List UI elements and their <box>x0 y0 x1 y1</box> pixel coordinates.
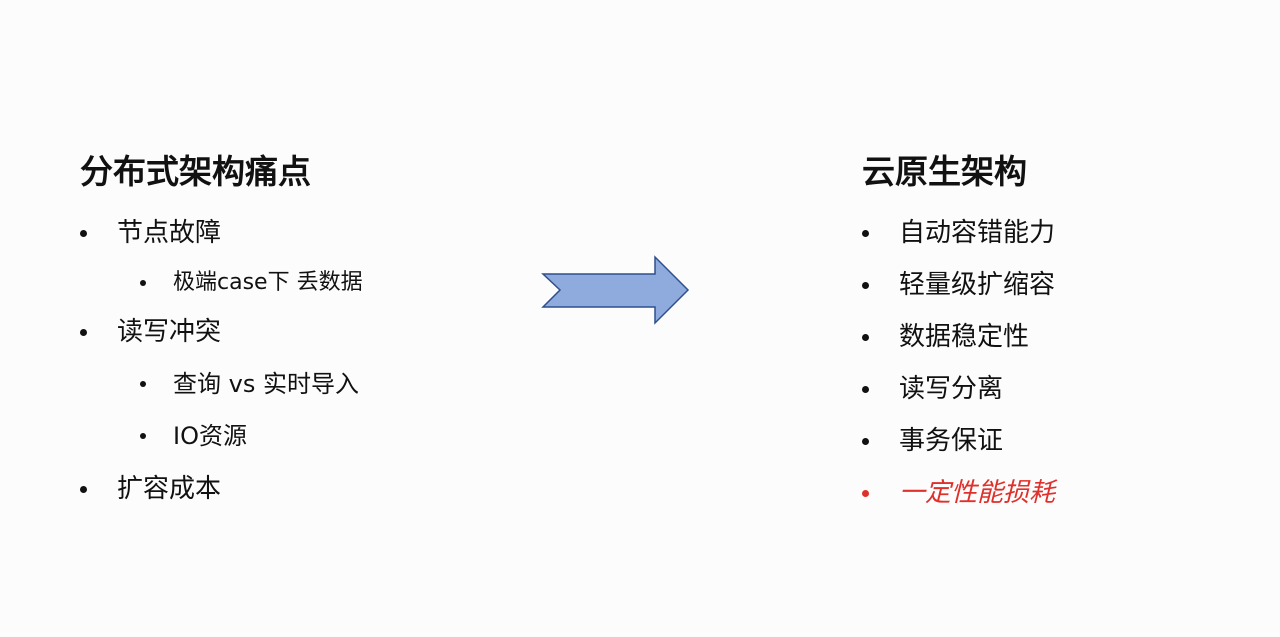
bullet-highlight <box>862 490 869 497</box>
bullet <box>140 381 146 387</box>
list-item-highlight: 一定性能损耗 <box>899 478 1056 508</box>
list-item: 事务保证 <box>899 426 1004 456</box>
list-item: 自动容错能力 <box>899 218 1056 248</box>
bullet <box>80 230 87 237</box>
bullet <box>80 329 87 336</box>
bullet <box>140 280 146 286</box>
list-item: 极端case下 丢数据 <box>173 270 363 295</box>
bullet <box>862 438 869 445</box>
list-item: 扩容成本 <box>117 474 222 504</box>
bullet <box>80 486 87 493</box>
list-item: 节点故障 <box>117 218 222 248</box>
bullet <box>862 282 869 289</box>
bullet <box>862 334 869 341</box>
bullet <box>862 386 869 393</box>
bullet <box>862 230 869 237</box>
list-item: 读写分离 <box>899 374 1004 404</box>
list-item: 轻量级扩缩容 <box>899 270 1056 300</box>
left-title: 分布式架构痛点 <box>80 152 311 191</box>
list-item: IO资源 <box>173 422 247 450</box>
list-item: 读写冲突 <box>117 317 222 347</box>
bullet <box>140 433 146 439</box>
list-item: 查询 vs 实时导入 <box>173 370 359 398</box>
list-item: 数据稳定性 <box>899 322 1030 352</box>
right-title: 云原生架构 <box>862 152 1027 191</box>
